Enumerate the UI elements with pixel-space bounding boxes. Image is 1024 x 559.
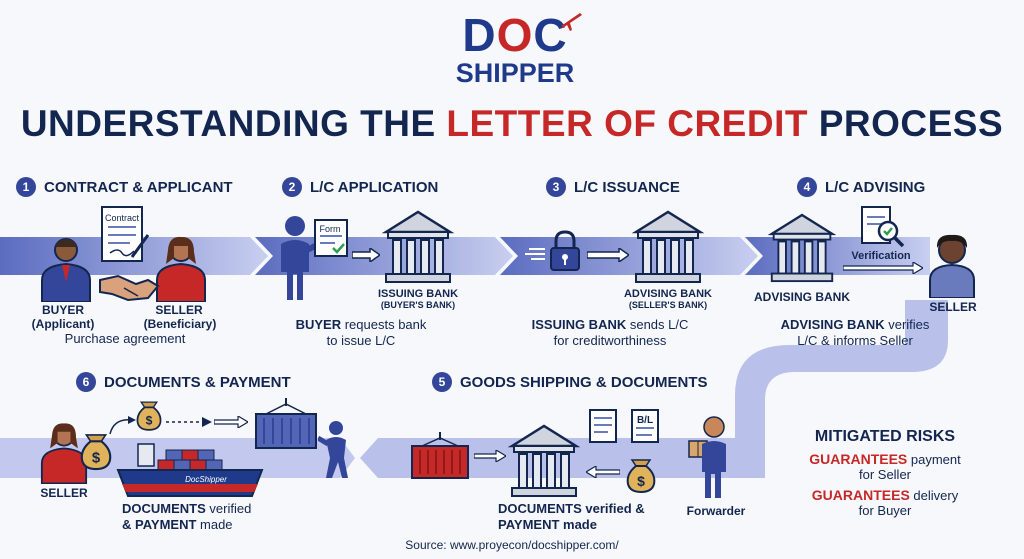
- forwarder-label: Forwarder: [686, 504, 746, 518]
- verification-label: Verification: [851, 250, 911, 262]
- source-credit: Source: www.proyecon/docshipper.com/: [405, 538, 619, 552]
- red-container-icon: [411, 432, 469, 479]
- advising-bank-icon-2: [768, 213, 836, 283]
- step-5-description: DOCUMENTS verified &PAYMENT made: [498, 501, 645, 532]
- contract-doc-label: Contract: [104, 213, 139, 223]
- issuing-bank-icon: [382, 210, 454, 283]
- arrow-right-icon: [474, 450, 506, 462]
- blue-container-icon: [255, 398, 317, 449]
- bill-of-lading-icon: [631, 409, 659, 443]
- seller-person-icon-3: [40, 423, 88, 484]
- form-document-icon: [314, 219, 348, 257]
- guarantee-payment-sub: for Seller: [858, 467, 912, 482]
- band-curve: [735, 300, 948, 440]
- curved-arrow-icon: [109, 416, 136, 435]
- dashed-arrow-icon: [166, 417, 212, 427]
- mitigated-risks-panel: MITIGATED RISKS GUARANTEES payment for S…: [790, 428, 980, 524]
- money-bag-icon: $: [626, 459, 656, 494]
- step-badge: 3: [546, 177, 566, 197]
- guarantee-payment-line: GUARANTEES payment: [809, 451, 961, 468]
- issuing-bank-sub-label: (BUYER'S BANK): [380, 300, 456, 310]
- worker-person-icon: [318, 421, 348, 478]
- seller-role-label: (Beneficiary): [143, 317, 217, 331]
- globe-icon: O: [496, 9, 534, 61]
- svg-text:$: $: [92, 450, 101, 467]
- seller-label-2: SELLER: [929, 300, 977, 314]
- ship-name-label: DocShipper: [185, 475, 227, 484]
- guarantee-delivery-line: GUARANTEES delivery: [811, 487, 959, 504]
- form-doc-label: Form: [319, 224, 341, 234]
- docshipper-logo: DOC SHIPPER: [440, 10, 590, 105]
- money-bag-icon-3: $: [136, 401, 162, 431]
- advising-bank-label: ADVISING BANK: [623, 288, 712, 300]
- contract-document-icon: [101, 206, 150, 262]
- seller-person-icon-2: [929, 234, 975, 298]
- document-icon: [589, 409, 617, 443]
- advising-bank-sub-label: (SELLER'S BANK): [628, 300, 708, 310]
- step-badge: 5: [432, 372, 452, 392]
- arrow-left-icon: [586, 466, 620, 478]
- cargo-ship-icon: [116, 443, 264, 497]
- padlock-icon: [550, 230, 580, 271]
- mitigated-risks-heading: MITIGATED RISKS: [814, 428, 956, 445]
- buyer-label: BUYER: [41, 303, 84, 317]
- step-badge: 4: [797, 177, 817, 197]
- arrow-right-icon: [214, 416, 248, 428]
- advising-bank-icon: [632, 210, 704, 283]
- arrow-right-icon: [352, 248, 380, 262]
- seller-person-icon: [156, 236, 206, 302]
- step-badge: 6: [76, 372, 96, 392]
- buyer-person-icon: [41, 238, 91, 302]
- bill-of-lading-label: B/L: [636, 415, 654, 426]
- buyer-role-label: (Applicant): [31, 317, 95, 331]
- seller-label: SELLER: [155, 303, 203, 317]
- seller-label-3: SELLER: [40, 486, 88, 500]
- guarantee-delivery-sub: for Buyer: [858, 503, 912, 518]
- step-badge: 1: [16, 177, 36, 197]
- step-6-description: DOCUMENTS verified& PAYMENT made: [122, 501, 252, 532]
- advising-bank-label-2: ADVISING BANK: [753, 290, 850, 304]
- handshake-icon: [99, 274, 160, 302]
- verification-document-icon: [861, 206, 905, 248]
- svg-text:$: $: [146, 414, 153, 428]
- plane-icon: [561, 13, 582, 31]
- page-title: UNDERSTANDING THE LETTER OF CREDIT PROCE…: [20, 103, 1004, 144]
- issuing-bank-label: ISSUING BANK: [377, 288, 459, 300]
- svg-text:$: $: [637, 473, 645, 489]
- bank-icon-5: [508, 424, 580, 497]
- arrow-right-icon: [843, 262, 923, 274]
- speed-lines-icon: [525, 248, 545, 260]
- logo-doc-text: DOC: [462, 9, 568, 61]
- step-badge: 2: [282, 177, 302, 197]
- forwarder-person-icon: [702, 416, 726, 498]
- money-bag-icon-2: $: [80, 434, 112, 471]
- logo-shipper-text: SHIPPER: [455, 58, 575, 88]
- arrow-right-icon: [587, 248, 629, 262]
- step-1-description: Purchase agreement: [64, 331, 186, 346]
- applicant-person-icon: [281, 216, 315, 300]
